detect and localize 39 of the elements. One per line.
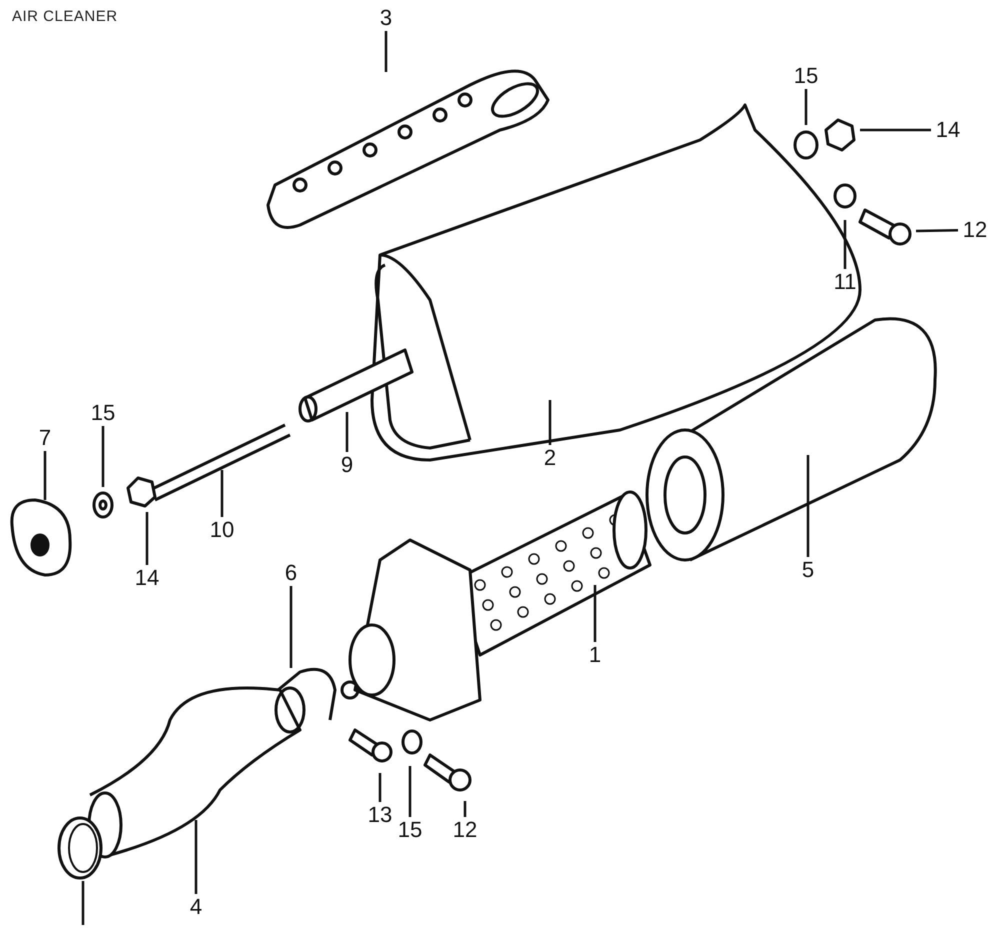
leader-line bbox=[290, 586, 292, 668]
callout-number: 3 bbox=[380, 6, 392, 30]
clamp-ring-drawing bbox=[55, 815, 105, 881]
callout-number: 11 bbox=[834, 270, 856, 294]
callout-number: 9 bbox=[340, 453, 354, 477]
leader-line bbox=[220, 470, 224, 517]
leader-line bbox=[44, 451, 46, 500]
callout-number: 1 bbox=[588, 643, 602, 667]
callout-number: 12 bbox=[962, 218, 988, 242]
leader-line bbox=[804, 89, 808, 125]
callout-number: 5 bbox=[802, 558, 814, 582]
leader-line bbox=[194, 820, 198, 894]
callout-number: 14 bbox=[936, 118, 960, 142]
leader-line bbox=[82, 881, 84, 925]
leader-line bbox=[594, 585, 596, 642]
callout-number: 14 bbox=[134, 566, 160, 590]
callout-number: 4 bbox=[190, 895, 202, 919]
leader-line bbox=[408, 766, 412, 817]
leader-line bbox=[916, 229, 958, 232]
callout-number: 15 bbox=[90, 401, 116, 425]
leader-line bbox=[384, 31, 388, 72]
leader-line bbox=[464, 801, 466, 817]
leader-line bbox=[844, 220, 846, 269]
callout-number: 10 bbox=[210, 518, 234, 542]
callout-number: 12 bbox=[452, 818, 478, 842]
callout-number: 2 bbox=[544, 446, 556, 470]
diagram-title: AIR CLEANER bbox=[12, 8, 118, 25]
callout-number: 13 bbox=[368, 803, 392, 827]
leader-line bbox=[346, 412, 348, 452]
leader-line bbox=[102, 426, 104, 487]
leader-line bbox=[806, 455, 810, 557]
leader-line bbox=[860, 128, 931, 132]
leader-line bbox=[378, 773, 382, 802]
leader-line bbox=[548, 400, 552, 445]
callout-number: 7 bbox=[38, 426, 52, 450]
callout-number: 15 bbox=[794, 64, 818, 88]
leader-line bbox=[146, 512, 148, 565]
callout-number: 6 bbox=[284, 561, 298, 585]
callout-number: 15 bbox=[398, 818, 422, 842]
